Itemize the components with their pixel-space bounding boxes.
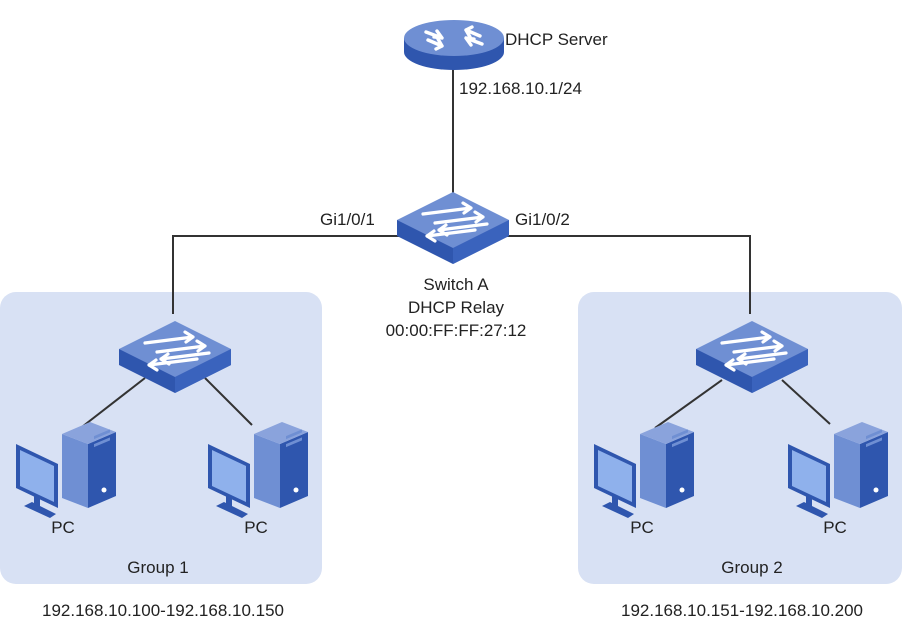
group1-pc1-label: PC (51, 518, 75, 537)
link-switch-a-group1 (172, 235, 400, 314)
server-ip: 192.168.10.1/24 (459, 79, 582, 98)
link-group1-pc2 (204, 377, 253, 426)
group1-pc2-label: PC (244, 518, 268, 537)
switch-a-port-left: Gi1/0/1 (320, 210, 375, 229)
group2-pc1-label: PC (630, 518, 654, 537)
group2-name: Group 2 (721, 558, 783, 577)
link-switch-a-group2 (506, 235, 751, 314)
server-name: DHCP Server (505, 30, 608, 49)
group2-range: 192.168.10.151-192.168.10.200 (620, 601, 864, 620)
switch-a-role: DHCP Relay (407, 298, 505, 317)
router-icon (402, 18, 506, 72)
switch-icon (395, 190, 511, 266)
link-group2-pc1 (654, 379, 723, 429)
group1-range: 192.168.10.100-192.168.10.150 (41, 601, 285, 620)
switch-a-name: Switch A (423, 275, 489, 294)
switch-a-port-right: Gi1/0/2 (515, 210, 570, 229)
switch-a-mac: 00:00:FF:FF:27:12 (385, 321, 527, 340)
group2-pc2-label: PC (823, 518, 847, 537)
link-group1-pc1 (77, 377, 146, 431)
link-group2-pc2 (781, 379, 831, 425)
group1-name: Group 1 (127, 558, 189, 577)
